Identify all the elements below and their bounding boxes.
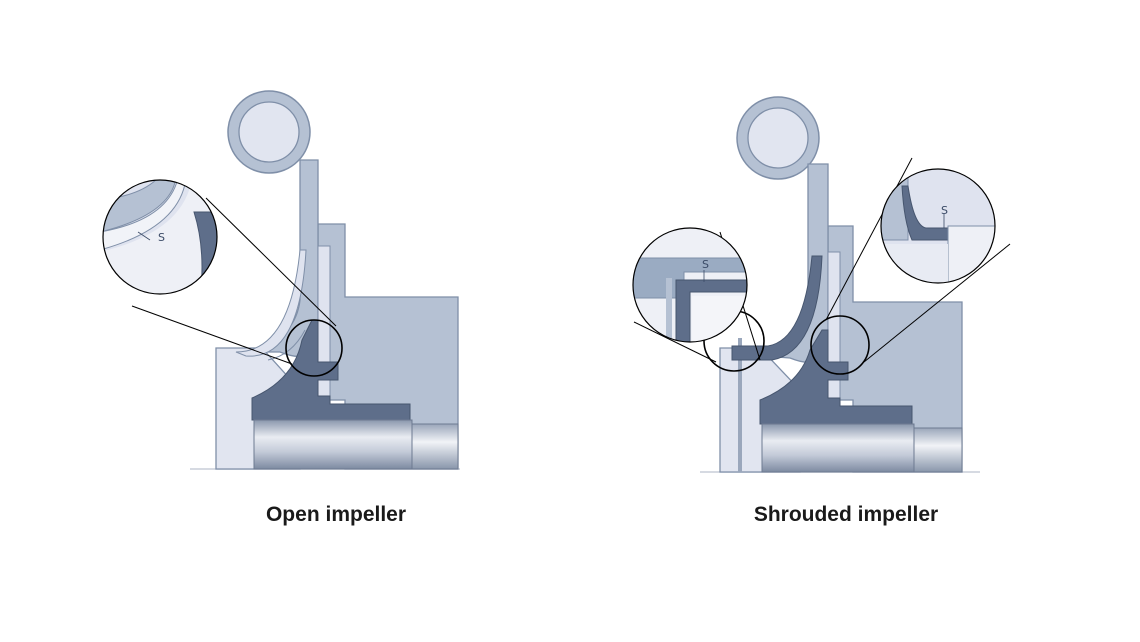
magnified-view-right bbox=[881, 169, 995, 283]
caption-shrouded-impeller: Shrouded impeller bbox=[753, 503, 939, 526]
volute-channel bbox=[238, 101, 300, 163]
detail-circle-right bbox=[810, 315, 870, 375]
callout-line-bottom bbox=[131, 305, 293, 365]
shaft bbox=[253, 419, 413, 470]
shaft bbox=[761, 423, 915, 473]
impeller-shroud bbox=[731, 255, 823, 361]
callout-line-top bbox=[205, 197, 337, 327]
magnified-circle bbox=[102, 179, 218, 295]
shaft-step bbox=[913, 427, 963, 473]
shrouded-impeller-drawing: S S bbox=[632, 96, 1011, 473]
open-impeller-drawing: S bbox=[102, 90, 460, 470]
magnified-circle-left bbox=[632, 227, 748, 343]
gap-label-shroud-left: S bbox=[702, 258, 709, 271]
gap-label-open: S bbox=[158, 231, 165, 244]
magnified-view-left bbox=[633, 228, 747, 342]
volute-channel bbox=[747, 107, 809, 169]
caption-open-impeller: Open impeller bbox=[265, 503, 407, 526]
inlet-shroud bbox=[235, 249, 307, 357]
callout-line-right-bottom bbox=[863, 243, 1011, 363]
inlet-seal-ring bbox=[738, 338, 742, 472]
gap-label-shroud-right: S bbox=[941, 204, 948, 217]
impeller-blade-edge bbox=[267, 329, 306, 361]
shrouded-impeller bbox=[759, 329, 913, 425]
magnified-circle-right bbox=[880, 168, 996, 284]
shaft-step bbox=[411, 423, 459, 470]
magnified-view bbox=[103, 180, 217, 294]
callout-line-left-bottom bbox=[633, 321, 717, 363]
detail-circle bbox=[285, 319, 343, 377]
